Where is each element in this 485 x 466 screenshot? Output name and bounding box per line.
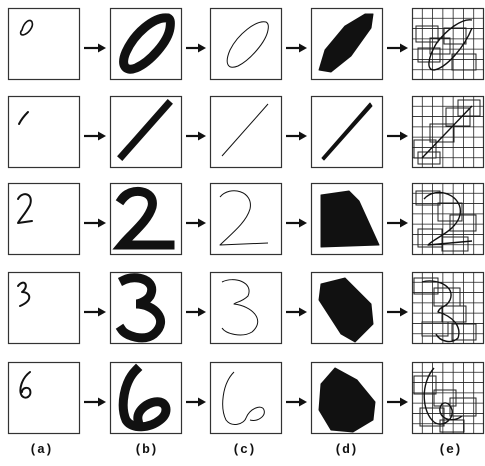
arrow-icon (186, 308, 206, 317)
arrow-icon (387, 398, 408, 407)
grid-digit-3 (412, 272, 484, 344)
image-frame (9, 97, 80, 168)
arrow-head (400, 219, 408, 228)
arrow-icon (286, 398, 307, 407)
arrow-icon (186, 44, 206, 53)
arrow-head (98, 308, 106, 317)
arrow-head (299, 132, 307, 141)
column-label-d: (d) (326, 442, 366, 457)
image-frame (211, 363, 282, 434)
arrow-icon (84, 308, 106, 317)
arrow-icon (387, 44, 408, 53)
image-frame (9, 9, 80, 80)
arrow-icon (387, 219, 408, 228)
image-frame (211, 9, 282, 80)
arrow-head (400, 308, 408, 317)
arrow-icon (286, 132, 307, 141)
column-label-b: (b) (126, 442, 166, 457)
arrow-head (400, 398, 408, 407)
hull-digit-0 (312, 9, 383, 80)
arrow-icon (84, 44, 106, 53)
grid-digit-1 (412, 96, 484, 168)
skeleton-digit-6 (211, 363, 282, 434)
raw-digit-1 (9, 97, 80, 168)
image-frame (9, 184, 80, 255)
arrow-head (400, 132, 408, 141)
skeleton-digit-3 (211, 273, 282, 344)
arrow-icon (84, 132, 106, 141)
arrow-head (299, 219, 307, 228)
grid-digit-2 (412, 183, 484, 255)
skeleton-digit-0 (211, 9, 282, 80)
hull-digit-3 (312, 273, 383, 344)
raw-digit-3 (9, 273, 80, 344)
arrow-head (198, 132, 206, 141)
arrow-head (198, 308, 206, 317)
arrow-icon (387, 308, 408, 317)
normalized-digit-1 (111, 97, 182, 168)
raw-digit-2 (9, 184, 80, 255)
hull-digit-1 (312, 97, 383, 168)
column-label-a: (a) (21, 442, 61, 457)
image-frame (211, 273, 282, 344)
hull-digit-2 (312, 184, 383, 255)
grid-digit-0 (412, 8, 484, 80)
grid-digit-6 (412, 362, 484, 434)
raw-digit-0 (9, 9, 80, 80)
skeleton-digit-2 (211, 184, 282, 255)
arrow-icon (286, 308, 307, 317)
arrow-head (299, 44, 307, 53)
arrow-head (400, 44, 408, 53)
arrow-icon (286, 219, 307, 228)
arrow-head (299, 398, 307, 407)
arrow-head (198, 219, 206, 228)
normalized-digit-2 (111, 184, 182, 255)
image-frame (211, 97, 282, 168)
arrow-icon (186, 398, 206, 407)
skeleton-digit-1 (211, 97, 282, 168)
arrow-head (98, 44, 106, 53)
arrow-icon (186, 219, 206, 228)
column-label-e: (e) (430, 442, 470, 457)
column-label-c: (c) (224, 442, 264, 457)
arrow-icon (84, 219, 106, 228)
arrow-icon (387, 132, 408, 141)
arrow-head (198, 44, 206, 53)
raw-digit-6 (9, 363, 80, 434)
arrow-head (98, 398, 106, 407)
arrow-icon (84, 398, 106, 407)
arrow-head (98, 219, 106, 228)
arrow-icon (186, 132, 206, 141)
normalized-digit-6 (111, 363, 182, 434)
image-frame (9, 273, 80, 344)
image-frame (9, 363, 80, 434)
arrow-head (198, 398, 206, 407)
hull-digit-6 (312, 363, 383, 434)
arrow-head (299, 308, 307, 317)
normalized-digit-0 (111, 9, 182, 80)
arrow-head (98, 132, 106, 141)
normalized-digit-3 (111, 273, 182, 344)
arrow-icon (286, 44, 307, 53)
